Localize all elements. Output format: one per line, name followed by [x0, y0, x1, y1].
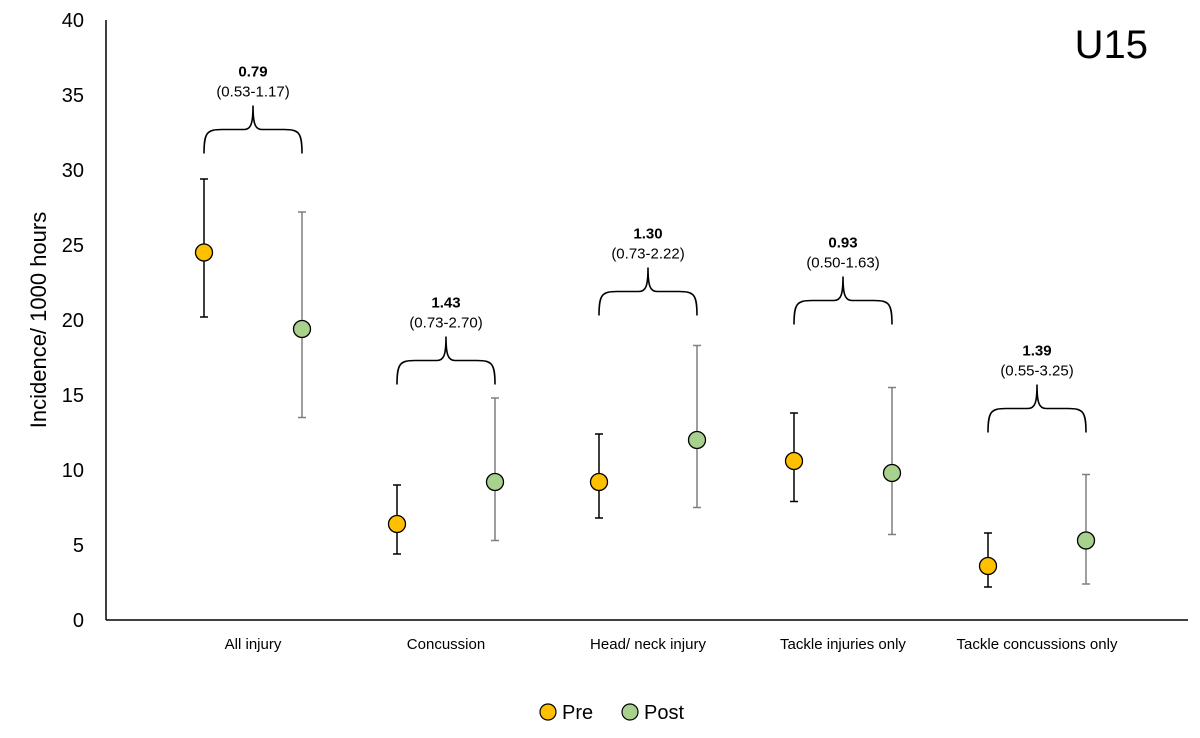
ratio-value-label: 1.30 — [633, 226, 662, 243]
annotations: (0.53-1.17) 0.79 (0.73-2.70) 1.43 (0.73-2.22… — [203, 64, 1087, 433]
category-label: Tackle injuries only — [780, 636, 906, 653]
ratio-bracket — [396, 336, 496, 385]
y-tick-label: 25 — [62, 235, 84, 257]
post-point — [292, 319, 312, 339]
ratio-bracket — [793, 276, 893, 325]
category-label: All injury — [225, 636, 282, 653]
legend-pre-label: Pre — [562, 702, 593, 724]
post-point — [1076, 531, 1096, 550]
pre-point — [589, 472, 609, 492]
y-ticks: 0 5 10 15 20 25 30 35 40 — [62, 10, 84, 632]
pre-point — [194, 243, 214, 262]
axes — [105, 20, 1188, 621]
post-point — [485, 472, 505, 492]
data-points — [194, 243, 1096, 576]
ratio-ci-label: (0.73-2.22) — [611, 246, 684, 263]
error-bars — [200, 178, 1090, 588]
ratio-value-label: 1.43 — [431, 295, 460, 312]
y-tick-label: 0 — [73, 610, 84, 632]
ratio-ci-label: (0.73-2.70) — [409, 315, 482, 332]
y-tick-label: 40 — [62, 10, 84, 32]
legend-post-label: Post — [644, 702, 684, 724]
ratio-bracket — [987, 384, 1087, 433]
ratio-ci-label: (0.55-3.25) — [1000, 363, 1073, 380]
post-point — [882, 463, 902, 483]
ratio-ci-label: (0.53-1.17) — [216, 84, 289, 101]
panel-label: U15 — [1075, 23, 1148, 67]
y-tick-label: 5 — [73, 535, 84, 557]
pre-point — [978, 556, 998, 576]
ratio-value-label: 1.39 — [1022, 343, 1051, 360]
y-axis-label: Incidence/ 1000 hours — [26, 212, 51, 429]
category-label: Head/ neck injury — [590, 636, 706, 653]
ratio-value-label: 0.93 — [828, 235, 857, 252]
ratio-bracket — [598, 267, 698, 316]
ratio-bracket — [203, 105, 303, 154]
category-label: Tackle concussions only — [957, 636, 1118, 653]
legend-pre-marker — [539, 703, 557, 721]
legend: Pre Post — [539, 702, 684, 724]
category-labels: All injury Concussion Head/ neck injury Tac… — [225, 636, 1118, 653]
ratio-value-label: 0.79 — [238, 64, 267, 81]
y-tick-label: 15 — [62, 385, 84, 407]
pre-point — [387, 514, 407, 534]
y-tick-label: 10 — [62, 460, 84, 482]
pre-point — [784, 451, 804, 471]
y-tick-label: 30 — [62, 160, 84, 182]
y-tick-label: 20 — [62, 310, 84, 332]
category-label: Concussion — [407, 636, 485, 653]
ratio-ci-label: (0.50-1.63) — [806, 255, 879, 272]
legend-post-marker — [621, 703, 639, 721]
y-tick-label: 35 — [62, 85, 84, 107]
post-point — [687, 430, 707, 450]
